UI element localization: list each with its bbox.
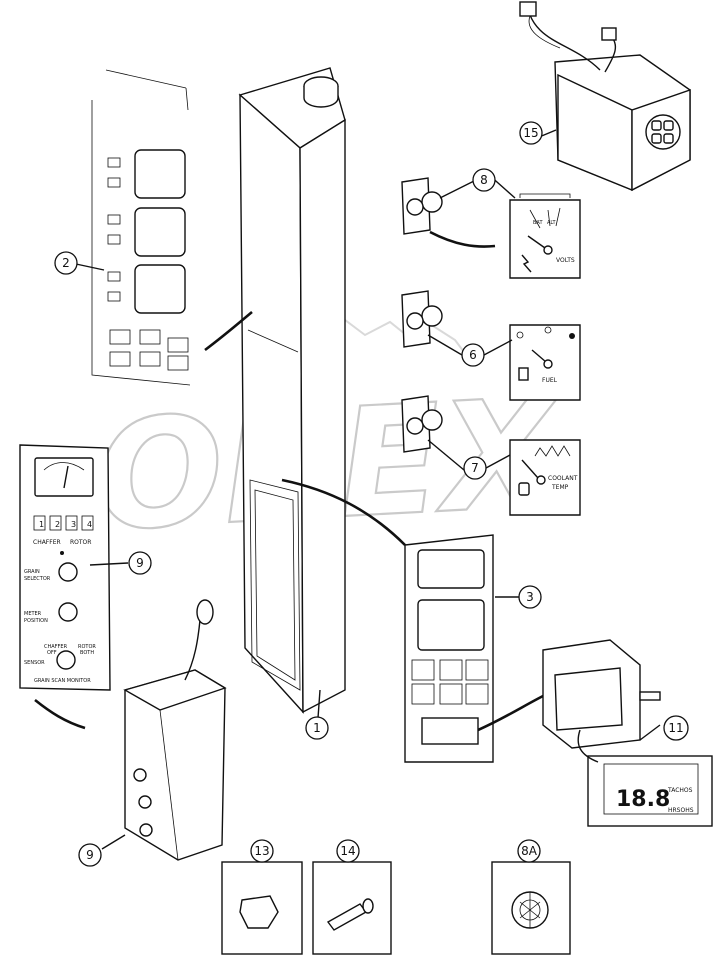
coolant-gauge-assembly: COOLANT TEMP	[401, 395, 581, 516]
key-3: 3	[71, 520, 76, 529]
callout-13: 13	[250, 839, 274, 863]
volts-label: VOLTS	[556, 257, 575, 264]
hardware-8a	[491, 861, 571, 955]
grain-selector-2: SELECTOR	[24, 576, 51, 582]
tach-module: 18.8 TACHOS HRSOHS	[542, 639, 713, 827]
hardware-13	[221, 861, 303, 955]
rotor-label: ROTOR	[70, 539, 91, 546]
sensor-label: SENSOR	[24, 660, 45, 666]
svg-text:7: 7	[471, 461, 479, 475]
svg-text:3: 3	[526, 590, 534, 604]
volts-gauge-assembly: BAT ALT VOLTS	[401, 177, 581, 279]
decal-panel	[91, 69, 253, 386]
svg-text:14: 14	[340, 844, 355, 858]
leader-lines	[75, 129, 661, 850]
svg-text:1: 1	[313, 721, 321, 735]
tach-label-2: HRSOHS	[668, 807, 694, 814]
key-1: 1	[39, 520, 44, 529]
callout-9-lower: 9	[78, 843, 102, 867]
tach-label-1: TACHOS	[667, 787, 693, 794]
rotor-both-1: ROTOR	[78, 644, 96, 650]
tach-digits: 18.8	[616, 787, 670, 812]
callout-3: 3	[518, 585, 542, 609]
instrument-cluster	[404, 534, 546, 763]
svg-text:8: 8	[480, 173, 488, 187]
console-column	[238, 67, 406, 714]
alt-label: ALT	[547, 220, 557, 226]
key-2: 2	[55, 520, 60, 529]
svg-text:6: 6	[469, 348, 477, 362]
meter-position-2: POSITION	[24, 618, 48, 624]
grain-selector-1: GRAIN	[24, 569, 40, 575]
hardware-14	[312, 861, 392, 955]
fuel-label: FUEL	[542, 377, 558, 384]
svg-text:13: 13	[254, 844, 269, 858]
chaffer-label: CHAFFER	[33, 539, 61, 546]
callout-14: 14	[336, 839, 360, 863]
svg-text:11: 11	[668, 721, 683, 735]
chaffer-off-1: CHAFFER	[44, 644, 68, 650]
coolant-label-1: COOLANT	[548, 475, 578, 482]
callout-8a: 8A	[517, 839, 541, 863]
callout-2: 2	[54, 251, 78, 275]
callout-6: 6	[461, 343, 485, 367]
bat-label: BAT	[533, 220, 543, 226]
callout-9-upper: 9	[128, 551, 152, 575]
callout-11: 11	[663, 715, 689, 741]
fuel-gauge-assembly: FUEL	[401, 290, 581, 401]
meter-position-1: METER	[24, 611, 42, 617]
svg-text:15: 15	[523, 126, 538, 140]
both-label: BOTH	[80, 650, 94, 656]
coolant-label-2: TEMP	[551, 484, 569, 491]
off-label: OFF	[47, 650, 57, 656]
grain-scan-monitor-panel: 1 2 3 4 CHAFFER ROTOR GRAIN SELECTOR MET…	[19, 444, 111, 730]
svg-text:2: 2	[62, 256, 70, 270]
svg-text:9: 9	[136, 556, 144, 570]
switch-module	[519, 1, 691, 192]
callout-1: 1	[305, 716, 329, 740]
callout-7: 7	[463, 456, 487, 480]
svg-text:9: 9	[86, 848, 94, 862]
callout-8: 8	[472, 168, 496, 192]
svg-text:8A: 8A	[521, 844, 538, 858]
monitor-box	[123, 599, 227, 861]
callout-15: 15	[519, 121, 543, 145]
key-4: 4	[87, 520, 92, 529]
monitor-title: GRAIN SCAN MONITOR	[34, 678, 91, 684]
